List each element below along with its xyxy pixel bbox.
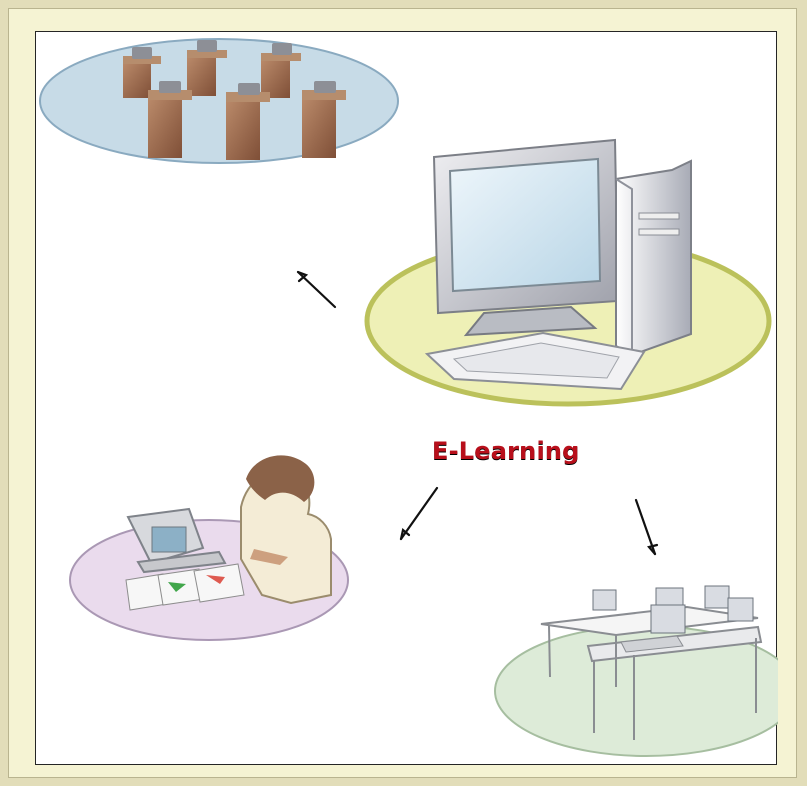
arrow-icon (296, 270, 337, 309)
diagram-artwork: E-Learning (39, 38, 778, 757)
diagram-canvas: E-Learning (35, 31, 778, 765)
classroom-computer-lab-icon (39, 38, 399, 164)
arrow-icon (634, 498, 659, 556)
center-label: E-Learning (432, 437, 580, 465)
desktop-computer-icon (364, 138, 772, 407)
office-computers-icon (494, 585, 778, 757)
e-learning-label: E-Learning (432, 438, 580, 466)
student-at-computer-icon (69, 455, 349, 641)
arrow-icon (399, 486, 439, 541)
